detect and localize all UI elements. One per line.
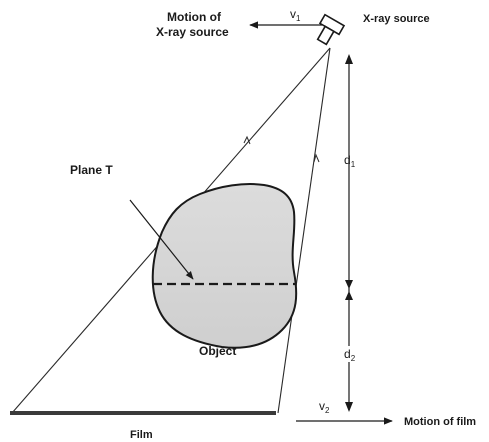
d1-label: d1 [344,153,356,169]
object-shape [151,183,298,349]
distance-top-arrow [345,54,353,64]
film-plate [10,411,276,415]
xray-source-icon [316,13,346,46]
ray-direction-arrow-left [243,135,251,145]
motion-of-source-label-line1: Motion of [167,10,222,24]
motion-of-film-label: Motion of film [404,416,476,428]
plane-t-pointer [129,199,194,280]
film-label: Film [130,429,153,441]
v1-label: v1 [290,7,301,23]
v2-label: v2 [319,399,330,415]
plane-t-label: Plane T [70,163,113,177]
d2-label: d2 [344,347,356,363]
motion-of-source-label-line2: X-ray source [156,25,229,39]
xray-source-label: X-ray source [363,13,430,25]
ray-direction-arrow-right [313,153,320,163]
distance-mid-arrow-down [345,280,353,289]
distance-mid-arrow-up [345,291,353,300]
object-label: Object [199,344,236,358]
distance-bottom-arrow [345,402,353,412]
beam-ray-right [277,47,331,414]
